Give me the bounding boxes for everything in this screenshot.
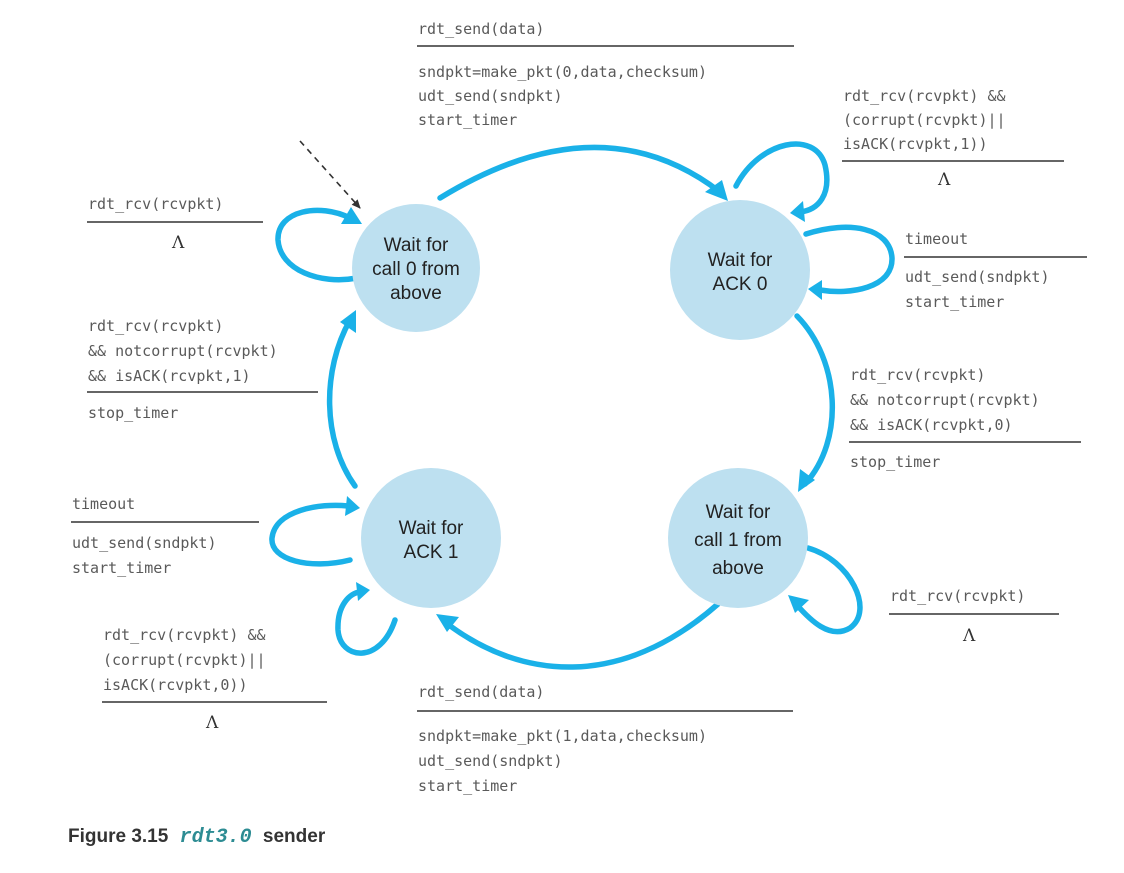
label-ack1-timeout: timeout udt_send(sndpkt) start_timer	[71, 495, 259, 577]
event-text: rdt_send(data)	[418, 20, 544, 38]
label-send0: rdt_send(data) sndpkt=make_pkt(0,data,ch…	[417, 20, 794, 129]
initial-state-arrow	[299, 140, 361, 209]
transition-call0-to-ack0	[437, 144, 728, 201]
action-text: udt_send(sndpkt)	[72, 534, 217, 552]
action-text: udt_send(sndpkt)	[905, 268, 1050, 286]
label-call0-rcv: rdt_rcv(rcvpkt) Λ	[87, 195, 263, 253]
event-text: timeout	[905, 230, 968, 248]
selfloop-ack1-timeout	[269, 496, 360, 567]
state-wait-call0: Wait for call 0 from above	[352, 204, 480, 332]
action-text: start_timer	[418, 777, 517, 795]
label-send1: rdt_send(data) sndpkt=make_pkt(1,data,ch…	[417, 683, 793, 795]
label-ack0-corrupt: rdt_rcv(rcvpkt) && (corrupt(rcvpkt)|| is…	[842, 87, 1064, 190]
state-label-line: Wait for	[708, 250, 773, 271]
label-ack1-corrupt: rdt_rcv(rcvpkt) && (corrupt(rcvpkt)|| is…	[102, 626, 327, 733]
lambda-text: Λ	[205, 713, 219, 733]
event-text: (corrupt(rcvpkt)||	[103, 651, 266, 669]
transition-call1-to-ack1	[436, 601, 721, 670]
transition-ack0-to-call1	[794, 313, 836, 492]
event-text: rdt_rcv(rcvpkt) &&	[843, 87, 1006, 105]
event-text: (corrupt(rcvpkt)||	[843, 111, 1006, 129]
state-label-line: Wait for	[399, 518, 464, 539]
event-text: rdt_rcv(rcvpkt)	[88, 317, 223, 335]
state-label-line: ACK 0	[713, 274, 768, 295]
lambda-text: Λ	[962, 626, 976, 646]
state-label-line: above	[390, 283, 442, 304]
label-call1-rcv: rdt_rcv(rcvpkt) Λ	[889, 587, 1059, 646]
lambda-text: Λ	[171, 233, 185, 253]
selfloop-call1-rcv	[788, 545, 863, 635]
action-text: stop_timer	[88, 404, 178, 422]
action-text: udt_send(sndpkt)	[418, 87, 563, 105]
state-wait-call1: Wait for call 1 from above	[668, 468, 808, 608]
caption-suffix: sender	[262, 826, 326, 847]
lambda-text: Λ	[937, 170, 951, 190]
action-text: start_timer	[72, 559, 171, 577]
state-wait-ack1: Wait for ACK 1	[361, 468, 501, 608]
transition-ack1-to-call0	[326, 310, 358, 489]
event-text: timeout	[72, 495, 135, 513]
state-label-line: call 0 from	[372, 259, 460, 280]
caption-protocol: rdt3.0	[179, 826, 252, 849]
action-text: sndpkt=make_pkt(1,data,checksum)	[418, 727, 707, 745]
state-label-line: Wait for	[706, 502, 771, 523]
action-text: stop_timer	[850, 453, 940, 471]
selfloop-ack0-timeout	[803, 224, 895, 300]
caption-prefix: Figure 3.15	[68, 826, 169, 847]
event-text: && notcorrupt(rcvpkt)	[88, 342, 278, 360]
event-text: rdt_rcv(rcvpkt)	[850, 366, 985, 384]
selfloop-ack0-corrupt	[733, 141, 830, 222]
event-text: && notcorrupt(rcvpkt)	[850, 391, 1040, 409]
action-text: start_timer	[905, 293, 1004, 311]
selfloop-ack1-corrupt	[335, 582, 398, 656]
state-wait-ack0: Wait for ACK 0	[670, 200, 810, 340]
label-ack1-ok: rdt_rcv(rcvpkt) && notcorrupt(rcvpkt) &&…	[87, 317, 318, 422]
event-text: rdt_send(data)	[418, 683, 544, 701]
event-text: && isACK(rcvpkt,0)	[850, 416, 1013, 434]
selfloop-call0-rcv	[275, 207, 362, 283]
label-ack0-timeout: timeout udt_send(sndpkt) start_timer	[904, 230, 1087, 311]
action-text: sndpkt=make_pkt(0,data,checksum)	[418, 63, 707, 81]
figure-caption: Figure 3.15 rdt3.0 sender	[68, 826, 325, 849]
state-label-line: ACK 1	[404, 542, 459, 563]
event-text: isACK(rcvpkt,1))	[843, 135, 988, 153]
action-text: udt_send(sndpkt)	[418, 752, 563, 770]
label-ack0-ok: rdt_rcv(rcvpkt) && notcorrupt(rcvpkt) &&…	[849, 366, 1081, 471]
event-text: rdt_rcv(rcvpkt) &&	[103, 626, 266, 644]
state-label-line: Wait for	[384, 235, 449, 256]
event-text: && isACK(rcvpkt,1)	[88, 367, 251, 385]
event-text: isACK(rcvpkt,0))	[103, 676, 248, 694]
state-label-line: above	[712, 558, 764, 579]
state-label-line: call 1 from	[694, 530, 782, 551]
event-text: rdt_rcv(rcvpkt)	[88, 195, 223, 213]
action-text: start_timer	[418, 111, 517, 129]
event-text: rdt_rcv(rcvpkt)	[890, 587, 1025, 605]
